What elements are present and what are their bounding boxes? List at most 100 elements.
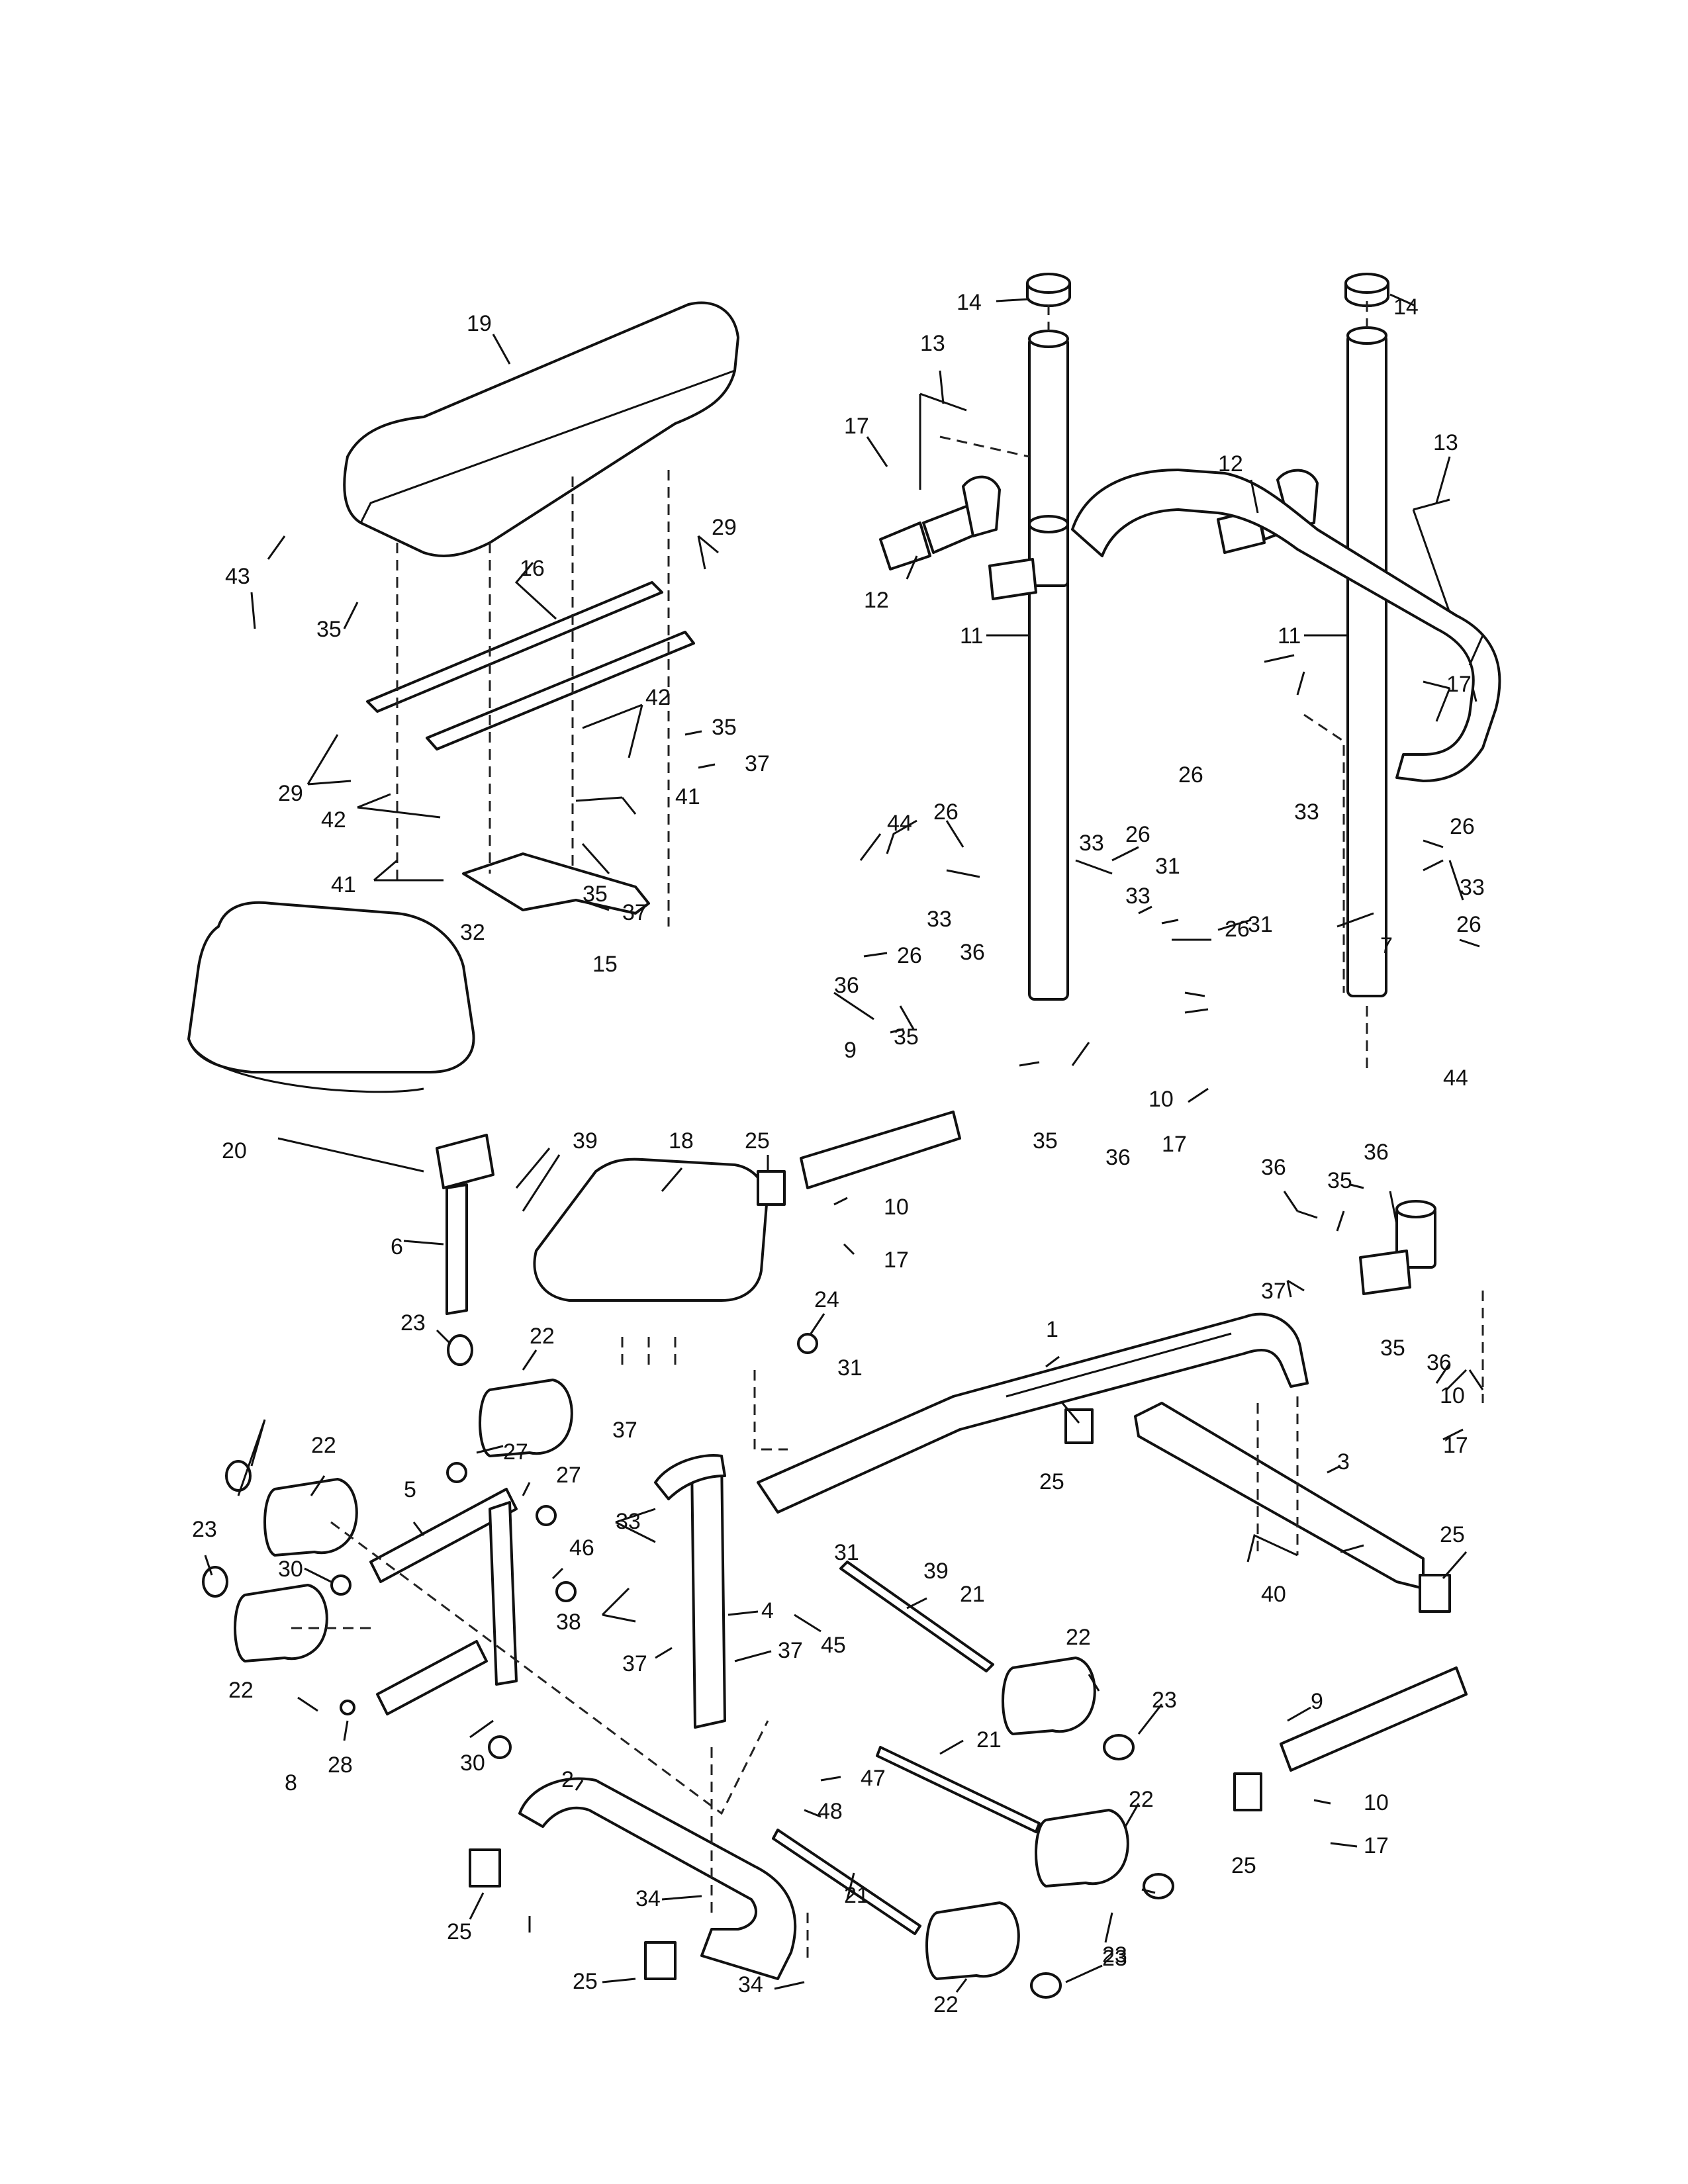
callout-31: 31 [837, 1355, 863, 1381]
callout-25: 25 [573, 1969, 598, 1994]
callout-29: 29 [712, 515, 737, 540]
callout-37: 37 [1261, 1279, 1286, 1304]
callout-17: 17 [1446, 672, 1472, 697]
callout-11: 11 [960, 623, 983, 649]
callout-21: 21 [976, 1727, 1002, 1752]
callout-34: 34 [635, 1886, 661, 1911]
callout-13: 13 [1433, 430, 1458, 455]
callout-33: 33 [1294, 799, 1319, 825]
callout-36: 36 [1261, 1155, 1286, 1180]
part-1-rail [757, 1312, 1309, 1514]
callout-5: 5 [404, 1477, 416, 1502]
callout-9: 9 [1311, 1689, 1323, 1714]
part-19-back-pad [343, 301, 739, 557]
callout-26: 26 [1456, 912, 1481, 937]
callout-20: 20 [222, 1138, 247, 1163]
callout-37: 37 [622, 900, 647, 925]
callout-35: 35 [583, 882, 608, 907]
part-misc-hardware [330, 1333, 818, 1759]
callout-36: 36 [834, 973, 859, 998]
callout-22: 22 [311, 1433, 336, 1458]
callout-12: 12 [1218, 451, 1243, 477]
callout-23: 23 [1102, 1946, 1127, 1971]
callout-31: 31 [1248, 912, 1273, 937]
part-9-tube-right [1280, 1666, 1468, 1772]
callout-18: 18 [669, 1128, 694, 1154]
callout-26: 26 [1125, 822, 1150, 847]
part-6-pad-bracket [436, 1134, 494, 1315]
callout-7: 7 [1380, 933, 1393, 958]
callout-3: 3 [1337, 1449, 1350, 1475]
callout-4: 4 [761, 1598, 774, 1623]
callout-10: 10 [884, 1195, 909, 1220]
part-15-bracket [462, 852, 650, 915]
callout-17: 17 [844, 414, 869, 439]
callout-25: 25 [1440, 1522, 1465, 1547]
callout-48: 48 [818, 1799, 843, 1824]
part-23-collars [202, 1334, 1174, 1999]
part-shapes [187, 273, 1501, 1999]
callout-36: 36 [1105, 1145, 1131, 1170]
callout-10: 10 [1440, 1383, 1465, 1408]
callout-31: 31 [834, 1540, 859, 1565]
callout-33: 33 [1460, 875, 1485, 900]
callout-27: 27 [556, 1463, 581, 1488]
callout-9: 9 [844, 1038, 857, 1063]
callout-26: 26 [1178, 762, 1203, 788]
callout-17: 17 [1364, 1833, 1389, 1858]
callout-1: 1 [1046, 1317, 1058, 1342]
callout-2: 2 [561, 1767, 574, 1792]
callout-26: 26 [933, 799, 959, 825]
callout-labels: 19 14 14 13 13 17 17 17 17 17 17 12 12 1… [192, 290, 1485, 2017]
callout-17: 17 [1162, 1132, 1187, 1157]
leader-lines [204, 293, 1484, 1993]
part-21-shafts [772, 1561, 1041, 1935]
callout-22: 22 [228, 1678, 254, 1703]
part-25-end-caps [469, 1170, 1451, 1980]
callout-44: 44 [887, 811, 912, 836]
part-22-rollers [234, 1379, 1129, 1980]
callout-37: 37 [622, 1651, 647, 1676]
callout-25: 25 [745, 1128, 770, 1154]
callout-39: 39 [923, 1559, 949, 1584]
callout-22: 22 [530, 1324, 555, 1349]
callout-22: 22 [933, 1992, 959, 2017]
callout-21: 21 [960, 1582, 985, 1607]
part-14-caps [1026, 273, 1389, 307]
callout-19: 19 [467, 311, 492, 336]
callout-30: 30 [278, 1557, 303, 1582]
callout-23: 23 [1102, 1942, 1127, 1968]
callout-36: 36 [1364, 1140, 1389, 1165]
callout-32: 32 [460, 920, 485, 945]
callout-12: 12 [864, 588, 889, 613]
callout-27: 27 [503, 1439, 528, 1465]
callout-11: 11 [1278, 623, 1301, 649]
callout-34: 34 [738, 1972, 763, 1997]
callout-23: 23 [400, 1310, 426, 1336]
part-1-ladder [1006, 1332, 1232, 1398]
callout-35: 35 [712, 715, 737, 740]
part-7-sockets [988, 515, 1436, 1295]
callout-23: 23 [192, 1517, 217, 1542]
part-5-leg-lever [369, 1488, 518, 1715]
callout-41: 41 [675, 784, 700, 809]
part-4-upright [654, 1454, 726, 1729]
callout-26: 26 [1450, 814, 1475, 839]
callout-33: 33 [616, 1509, 641, 1534]
callout-14: 14 [1393, 295, 1419, 320]
callout-31: 31 [1155, 854, 1180, 879]
callout-35: 35 [316, 617, 342, 642]
callout-21: 21 [844, 1883, 869, 1908]
callout-10: 10 [1364, 1790, 1389, 1815]
callout-37: 37 [612, 1418, 637, 1443]
callout-15: 15 [592, 952, 618, 977]
callout-36: 36 [960, 940, 985, 965]
callout-25: 25 [1039, 1469, 1064, 1494]
callout-37: 37 [778, 1638, 803, 1663]
callout-29: 29 [278, 781, 303, 806]
callout-41: 41 [331, 872, 356, 897]
callout-39: 39 [573, 1128, 598, 1154]
callout-26: 26 [897, 943, 922, 968]
callout-6: 6 [391, 1234, 403, 1259]
callout-14: 14 [957, 290, 982, 315]
